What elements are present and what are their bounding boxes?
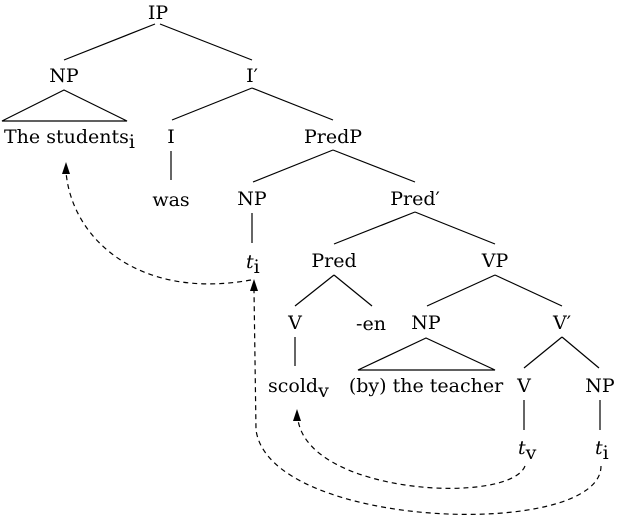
leaf-trace-v: tv	[518, 437, 537, 464]
node-pred: Pred	[311, 250, 356, 272]
node-v-pred: V	[287, 312, 302, 334]
leaf-scold-text: scold	[268, 375, 318, 397]
leaf-trace-i-spec: ti	[246, 251, 260, 278]
branch-ibar-i	[171, 87, 253, 121]
leaf-en: -en	[356, 313, 386, 335]
leaf-trace-v-text: t	[518, 437, 526, 459]
node-np-object: NP	[585, 375, 615, 397]
movement-arrow-object	[253, 289, 602, 515]
node-np-by: NP	[411, 312, 441, 334]
branch-pred-v	[294, 274, 335, 307]
leaf-was: was	[152, 189, 189, 211]
leaf-the-students: The studentsi	[4, 126, 135, 153]
node-np-spec-pred: NP	[237, 188, 267, 210]
branch-ip-np	[63, 23, 156, 61]
node-predp: PredP	[304, 126, 362, 148]
movement-arrow-subject	[65, 171, 252, 285]
tree-leaves: The studentsi was ti -en scoldv (by) the…	[4, 126, 609, 464]
arrowhead-object	[250, 279, 258, 291]
node-i: I	[167, 126, 175, 148]
branch-predbar-pred	[333, 211, 416, 245]
leaf-the-students-text: The students	[4, 126, 129, 148]
leaf-trace-i-object-index: i	[603, 442, 609, 464]
leaf-trace-i-spec-text: t	[246, 251, 254, 273]
node-ip: IP	[148, 2, 169, 24]
branch-pred-en	[333, 274, 373, 307]
node-v-lower: V	[516, 375, 531, 397]
leaf-the-students-index: i	[129, 131, 135, 153]
triangle-the-students	[1, 89, 128, 122]
leaf-trace-i-spec-index: i	[254, 256, 260, 278]
arrowhead-verb	[293, 409, 301, 421]
branch-vp-np	[426, 274, 496, 307]
branch-ip-ibar	[159, 23, 253, 61]
tree-nodes: IP NP I′ I PredP NP Pred′ Pred VP V NP V…	[49, 2, 615, 397]
leaf-scold: scoldv	[268, 375, 329, 402]
node-v-bar: V′	[552, 312, 571, 334]
movement-arrow-verb	[297, 419, 526, 489]
leaf-trace-v-index: v	[525, 442, 537, 464]
movement-arrows	[62, 162, 602, 515]
branch-vbar-np	[561, 336, 600, 369]
branch-ibar-predp	[251, 87, 334, 121]
arrowhead-subject	[62, 162, 70, 174]
leaf-scold-index: v	[317, 380, 329, 402]
branch-predp-np	[252, 149, 334, 183]
node-i-bar: I′	[246, 65, 258, 87]
leaf-trace-i-object-text: t	[595, 437, 603, 459]
branch-vbar-v	[523, 336, 563, 369]
branch-predbar-vp	[414, 211, 496, 245]
leaf-trace-i-object: ti	[595, 437, 609, 464]
triangle-by-the-teacher	[357, 337, 496, 371]
branch-vp-vbar	[494, 274, 563, 307]
node-np-subject: NP	[49, 65, 79, 87]
leaf-by-the-teacher: (by) the teacher	[349, 375, 504, 397]
branch-predp-predbar	[332, 149, 416, 183]
node-pred-bar: Pred′	[390, 188, 440, 210]
node-vp: VP	[481, 250, 509, 272]
tree-branches	[63, 23, 601, 430]
